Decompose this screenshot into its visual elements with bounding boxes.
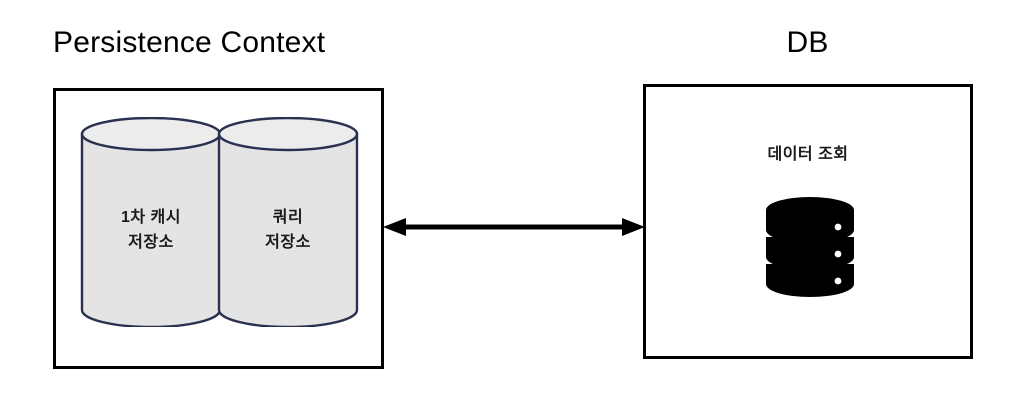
- cylinder-shape-icon: [80, 117, 222, 327]
- persistence-context-title: Persistence Context: [53, 26, 326, 59]
- query-store-cylinder: 쿼리 저장소: [217, 117, 359, 327]
- first-level-cache-store-cylinder: 1차 캐시 저장소: [80, 117, 222, 327]
- database-icon: [766, 197, 854, 297]
- bidirectional-arrow-icon: [383, 218, 645, 236]
- db-caption-label: 데이터 조회: [767, 146, 849, 163]
- cylinder-shape-icon: [217, 117, 359, 327]
- db-title: DB: [786, 26, 829, 59]
